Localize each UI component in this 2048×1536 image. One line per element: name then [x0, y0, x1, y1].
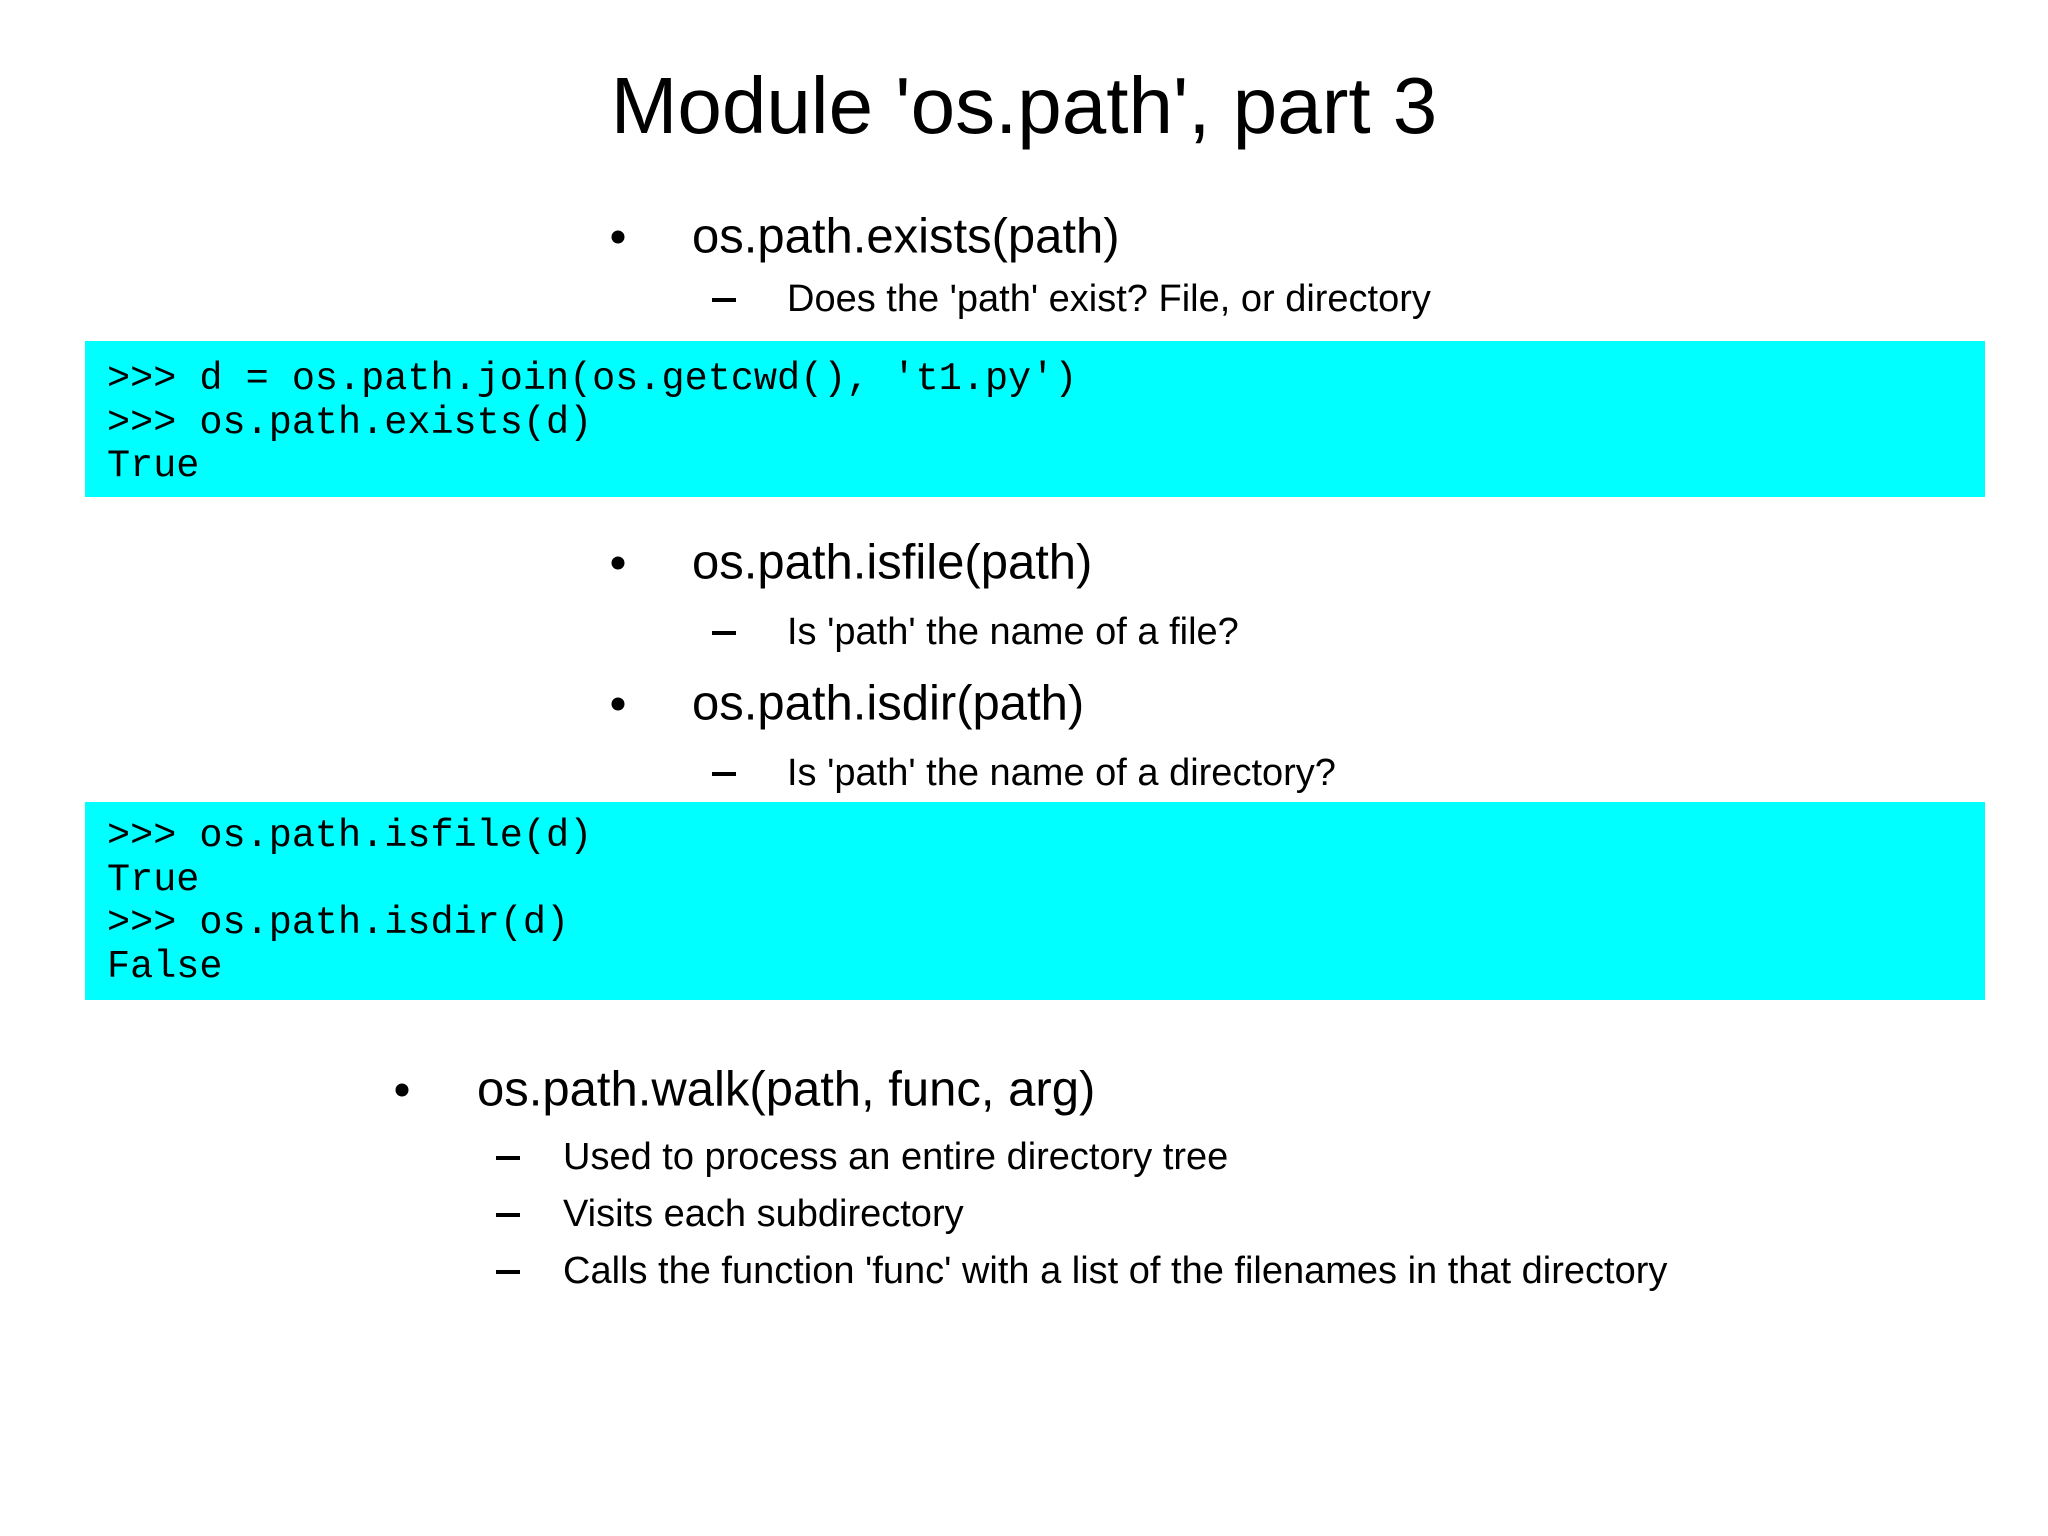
code-line: True — [107, 857, 200, 902]
slide-title: Module 'os.path', part 3 — [610, 61, 1438, 150]
code-block-exists: >>> d = os.path.join(os.getcwd(), 't1.py… — [85, 341, 1985, 497]
bullet-dot-icon — [611, 556, 625, 570]
bullet-walk-desc-2: Visits each subdirectory — [563, 1193, 964, 1236]
bullet-dot-icon — [611, 697, 625, 711]
bullet-isdir: os.path.isdir(path) — [692, 676, 1085, 731]
dash-icon — [496, 1213, 520, 1217]
code-line: True — [107, 444, 200, 488]
code-block-isfile-isdir: >>> os.path.isfile(d) True >>> os.path.i… — [85, 802, 1985, 1000]
bullet-exists: os.path.exists(path) — [692, 209, 1120, 264]
dash-icon — [496, 1270, 520, 1274]
bullet-isfile-desc: Is 'path' the name of a file? — [787, 611, 1239, 654]
code-line: >>> os.path.exists(d) — [107, 400, 593, 445]
bullet-dot-icon — [611, 230, 625, 244]
bullet-walk: os.path.walk(path, func, arg) — [477, 1062, 1096, 1117]
dash-icon — [712, 772, 736, 776]
code-line: >>> os.path.isdir(d) — [107, 901, 570, 945]
dash-icon — [496, 1156, 520, 1160]
bullet-exists-desc: Does the 'path' exist? File, or director… — [787, 278, 1431, 321]
bullet-walk-desc-3: Calls the function 'func' with a list of… — [563, 1250, 1668, 1293]
code-line: False — [107, 944, 223, 989]
dash-icon — [712, 298, 736, 302]
bullet-isdir-desc: Is 'path' the name of a directory? — [787, 752, 1336, 795]
code-line: >>> os.path.isfile(d) — [107, 814, 593, 858]
dash-icon — [712, 631, 736, 635]
bullet-isfile: os.path.isfile(path) — [692, 535, 1093, 590]
bullet-dot-icon — [395, 1083, 409, 1097]
bullet-walk-desc-1: Used to process an entire directory tree — [563, 1136, 1229, 1179]
code-line: >>> d = os.path.join(os.getcwd(), 't1.py… — [107, 357, 1078, 401]
